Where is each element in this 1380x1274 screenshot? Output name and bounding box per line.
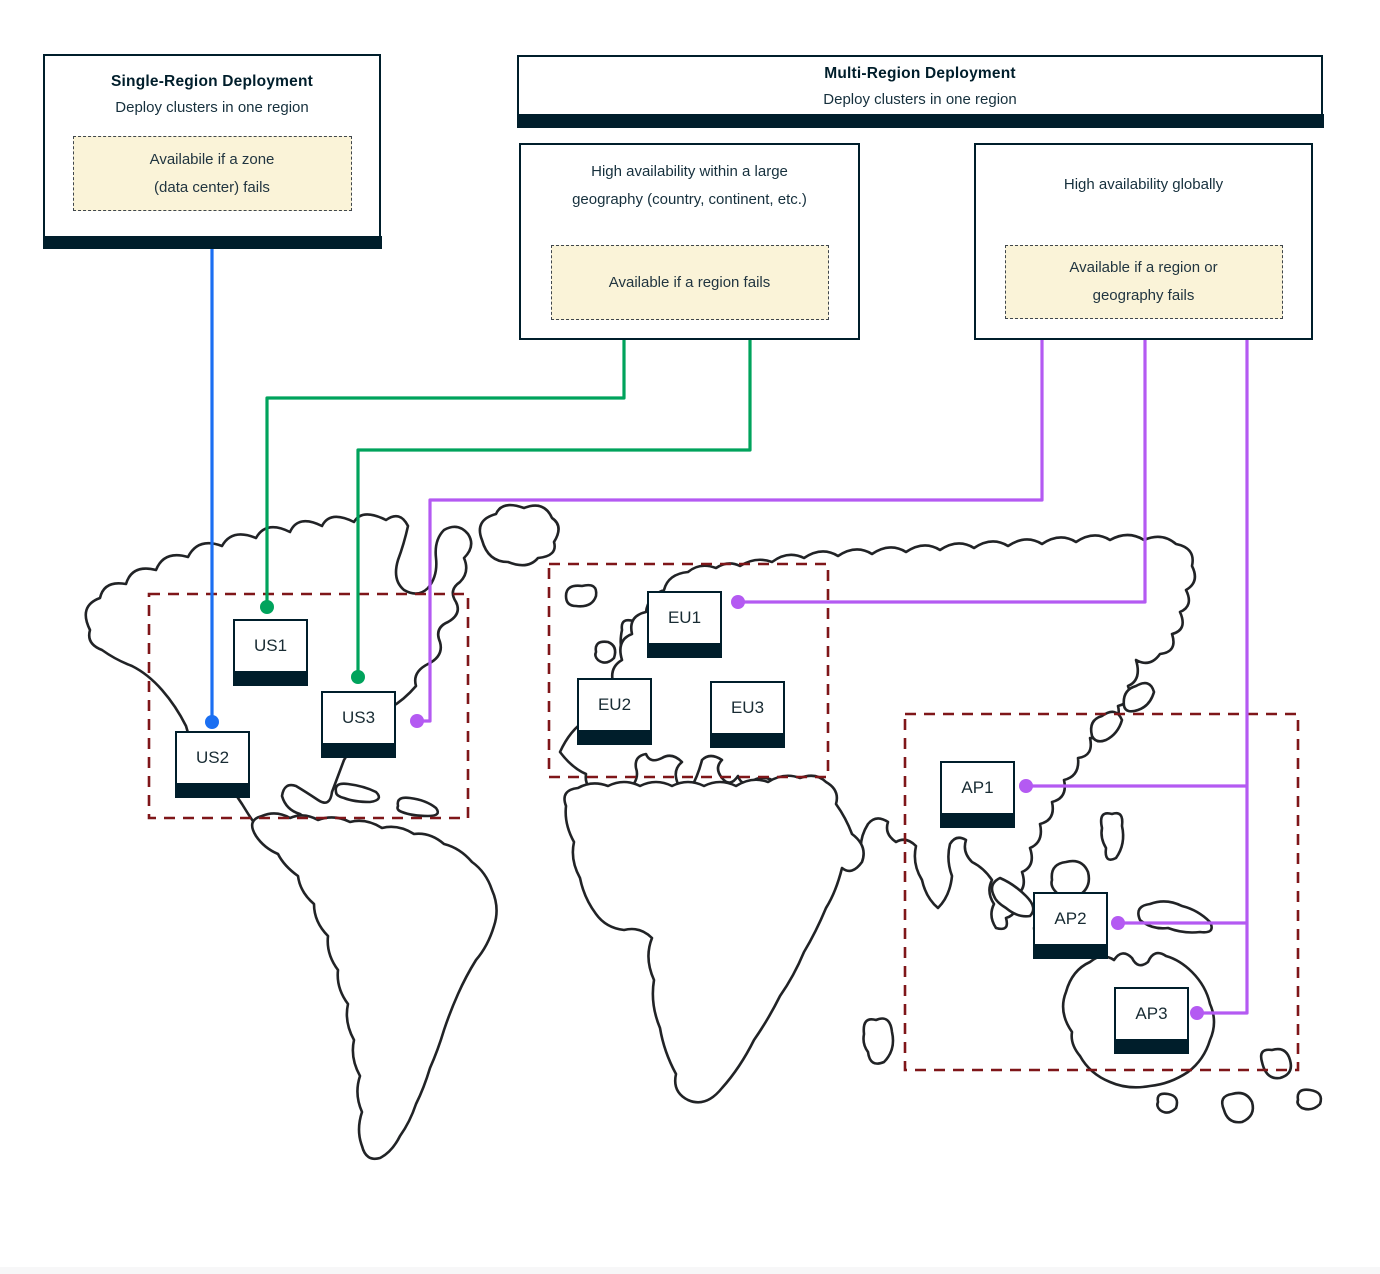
global-note-line2: geography fails: [1092, 287, 1195, 304]
purple-connector-us3: [417, 340, 1044, 723]
bottom-edge-strip: [0, 1267, 1380, 1274]
geography-title-line1: High availability within a large: [591, 163, 788, 180]
purple-connector-eu1: [738, 340, 1147, 604]
node-ap3-label: AP3: [1135, 1004, 1168, 1023]
purple-endpoint-dot-ap2: [1111, 916, 1125, 930]
blue-endpoint-dot: [205, 715, 219, 729]
node-us1-bar: [233, 673, 308, 686]
single-region-note-line1: Availabile if a zone: [149, 150, 275, 168]
caribbean-island-1: [334, 782, 381, 804]
purple-endpoint-dot-ap3: [1190, 1006, 1204, 1020]
madagascar: [862, 1017, 895, 1065]
single-region-note: Availabile if a zone (data center) fails: [72, 136, 352, 211]
multi-region-header-bar: [516, 113, 1324, 128]
geography-title-line2: geography (country, continent, etc.): [572, 191, 807, 208]
node-ap1: AP1: [940, 761, 1015, 828]
purple-endpoint-dot-eu1: [731, 595, 745, 609]
geography-note: Available if a region fails: [550, 245, 829, 320]
node-eu1: EU1: [647, 591, 722, 658]
greenland: [478, 503, 560, 567]
node-eu2-bar: [577, 732, 652, 745]
global-note: Available if a region or geography fails: [1004, 245, 1283, 319]
purple-endpoint-dot-us3: [410, 714, 424, 728]
node-ap1-bar: [940, 815, 1015, 828]
africa: [563, 774, 865, 1104]
single-region-note-line2: (data center) fails: [154, 178, 270, 196]
single-region-title: Single-Region Deployment: [110, 73, 313, 90]
green-endpoint-dot-us3: [351, 670, 365, 684]
node-eu3-bar: [710, 735, 785, 748]
japan-island-2: [1122, 681, 1156, 713]
node-eu2: EU2: [577, 678, 652, 745]
node-ap2-bar: [1033, 946, 1108, 959]
tasmania: [1156, 1092, 1179, 1114]
global-title: High availability globally: [1063, 176, 1224, 193]
node-us1-label: US1: [253, 636, 288, 655]
global-availability-panel: High availability globally Available if …: [974, 143, 1313, 340]
borneo: [1050, 859, 1091, 899]
global-note-line1: Available if a region or: [1069, 259, 1218, 276]
node-eu3: EU3: [710, 681, 785, 748]
purple-endpoint-dot-ap1: [1019, 779, 1033, 793]
single-region-panel-bar: [42, 235, 382, 249]
node-ap1-label: AP1: [961, 778, 994, 797]
south-america: [250, 812, 498, 1161]
single-region-panel: Single-Region Deployment Deploy clusters…: [42, 54, 382, 249]
node-eu1-label: EU1: [667, 608, 702, 627]
green-connector-us1: [265, 340, 626, 607]
iceland: [564, 583, 598, 608]
node-us3-label: US3: [341, 708, 376, 727]
purple-connector-ap3: [1197, 340, 1249, 1015]
new-zealand-south: [1220, 1091, 1255, 1124]
single-region-subtitle: Deploy clusters in one region: [115, 99, 309, 116]
geography-availability-panel: High availability within a large geograp…: [519, 143, 860, 340]
node-us2-bar: [175, 785, 250, 798]
node-eu1-bar: [647, 645, 722, 658]
us-region-outline: [147, 592, 470, 820]
multi-region-subtitle: Deploy clusters in one region: [823, 91, 1017, 108]
node-eu2-label: EU2: [597, 695, 632, 714]
ap-region-outline: [903, 712, 1300, 1072]
caribbean-island-2: [396, 796, 440, 818]
geography-note-text: Available if a region fails: [608, 273, 771, 291]
node-ap2-label: AP2: [1054, 909, 1087, 928]
green-connector-us3: [356, 340, 752, 677]
ireland: [594, 640, 617, 664]
node-eu3-label: EU3: [730, 698, 765, 717]
node-ap3-bar: [1114, 1041, 1189, 1054]
eu-region-outline: [547, 562, 830, 779]
node-us2: US2: [175, 731, 250, 798]
philippines: [1099, 811, 1125, 861]
multi-region-title: Multi-Region Deployment: [824, 65, 1016, 82]
node-us2-label: US2: [195, 748, 230, 767]
node-us3: US3: [321, 691, 396, 758]
node-ap3: AP3: [1114, 987, 1189, 1054]
multi-region-header: Multi-Region Deployment Deploy clusters …: [516, 55, 1324, 128]
node-us1: US1: [233, 619, 308, 686]
node-us3-bar: [321, 745, 396, 758]
green-endpoint-dot-us1: [260, 600, 274, 614]
japan-island-1: [1089, 710, 1124, 743]
island-southeast: [1296, 1088, 1323, 1111]
node-ap2: AP2: [1033, 892, 1108, 959]
north-america: [84, 513, 473, 868]
